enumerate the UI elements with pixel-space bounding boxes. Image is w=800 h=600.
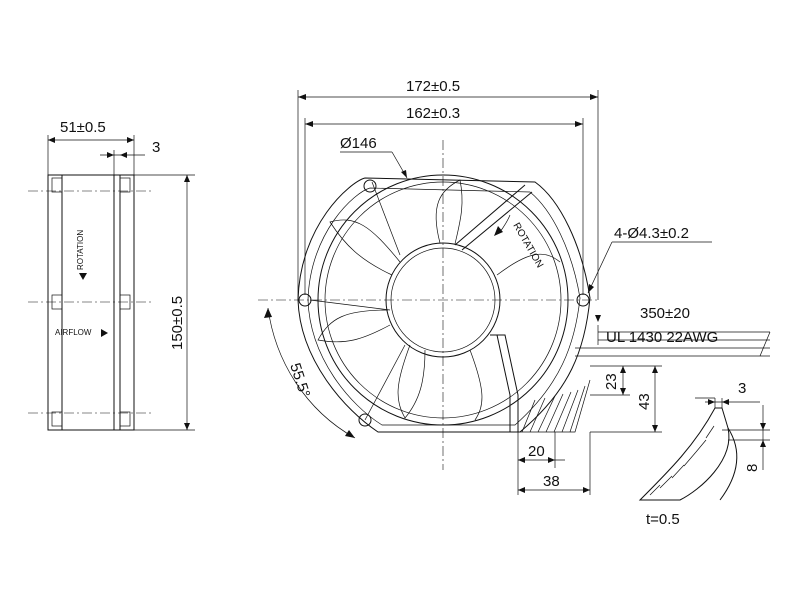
dim-depth: 51±0.5 (60, 119, 106, 136)
dim-38: 38 (543, 473, 560, 490)
airflow-label: AIRFLOW (55, 328, 92, 337)
mount-hole-tl (363, 179, 377, 193)
dim-thickness: t=0.5 (646, 511, 680, 528)
dim-flange: 3 (152, 139, 160, 156)
dim-angle: 55.5° (286, 361, 313, 400)
wire-spec: UL 1430 22AWG (606, 329, 718, 346)
dim-detail-3: 3 (738, 380, 746, 397)
airflow-arrow-icon (101, 329, 108, 337)
dim-detail-8: 8 (744, 464, 761, 472)
dim-23: 23 (603, 373, 620, 390)
dim-height: 150±0.5 (169, 296, 186, 350)
dim-43: 43 (636, 393, 653, 410)
dim-20: 20 (528, 443, 545, 460)
dim-hole-spacing: 162±0.3 (406, 105, 460, 122)
side-view: ROTATION AIRFLOW 51±0.5 3 150±0.5 (28, 119, 195, 431)
dim-mount-holes: 4-Ø4.3±0.2 (614, 225, 689, 242)
rotation-arrow-icon (79, 273, 87, 280)
side-rotation-label: ROTATION (76, 230, 85, 270)
front-view: ROTATION 172±0.5 162±0.3 Ø146 4-Ø4.3±0.2… (258, 78, 771, 495)
detail-view: 3 8 t=0.5 (638, 380, 770, 528)
dim-overall-width: 172±0.5 (406, 78, 460, 95)
dim-diameter: Ø146 (340, 135, 377, 152)
mount-hole-bl (358, 413, 372, 427)
dim-lead-length: 350±20 (640, 305, 690, 322)
rotation-arrow-icon (494, 226, 503, 236)
